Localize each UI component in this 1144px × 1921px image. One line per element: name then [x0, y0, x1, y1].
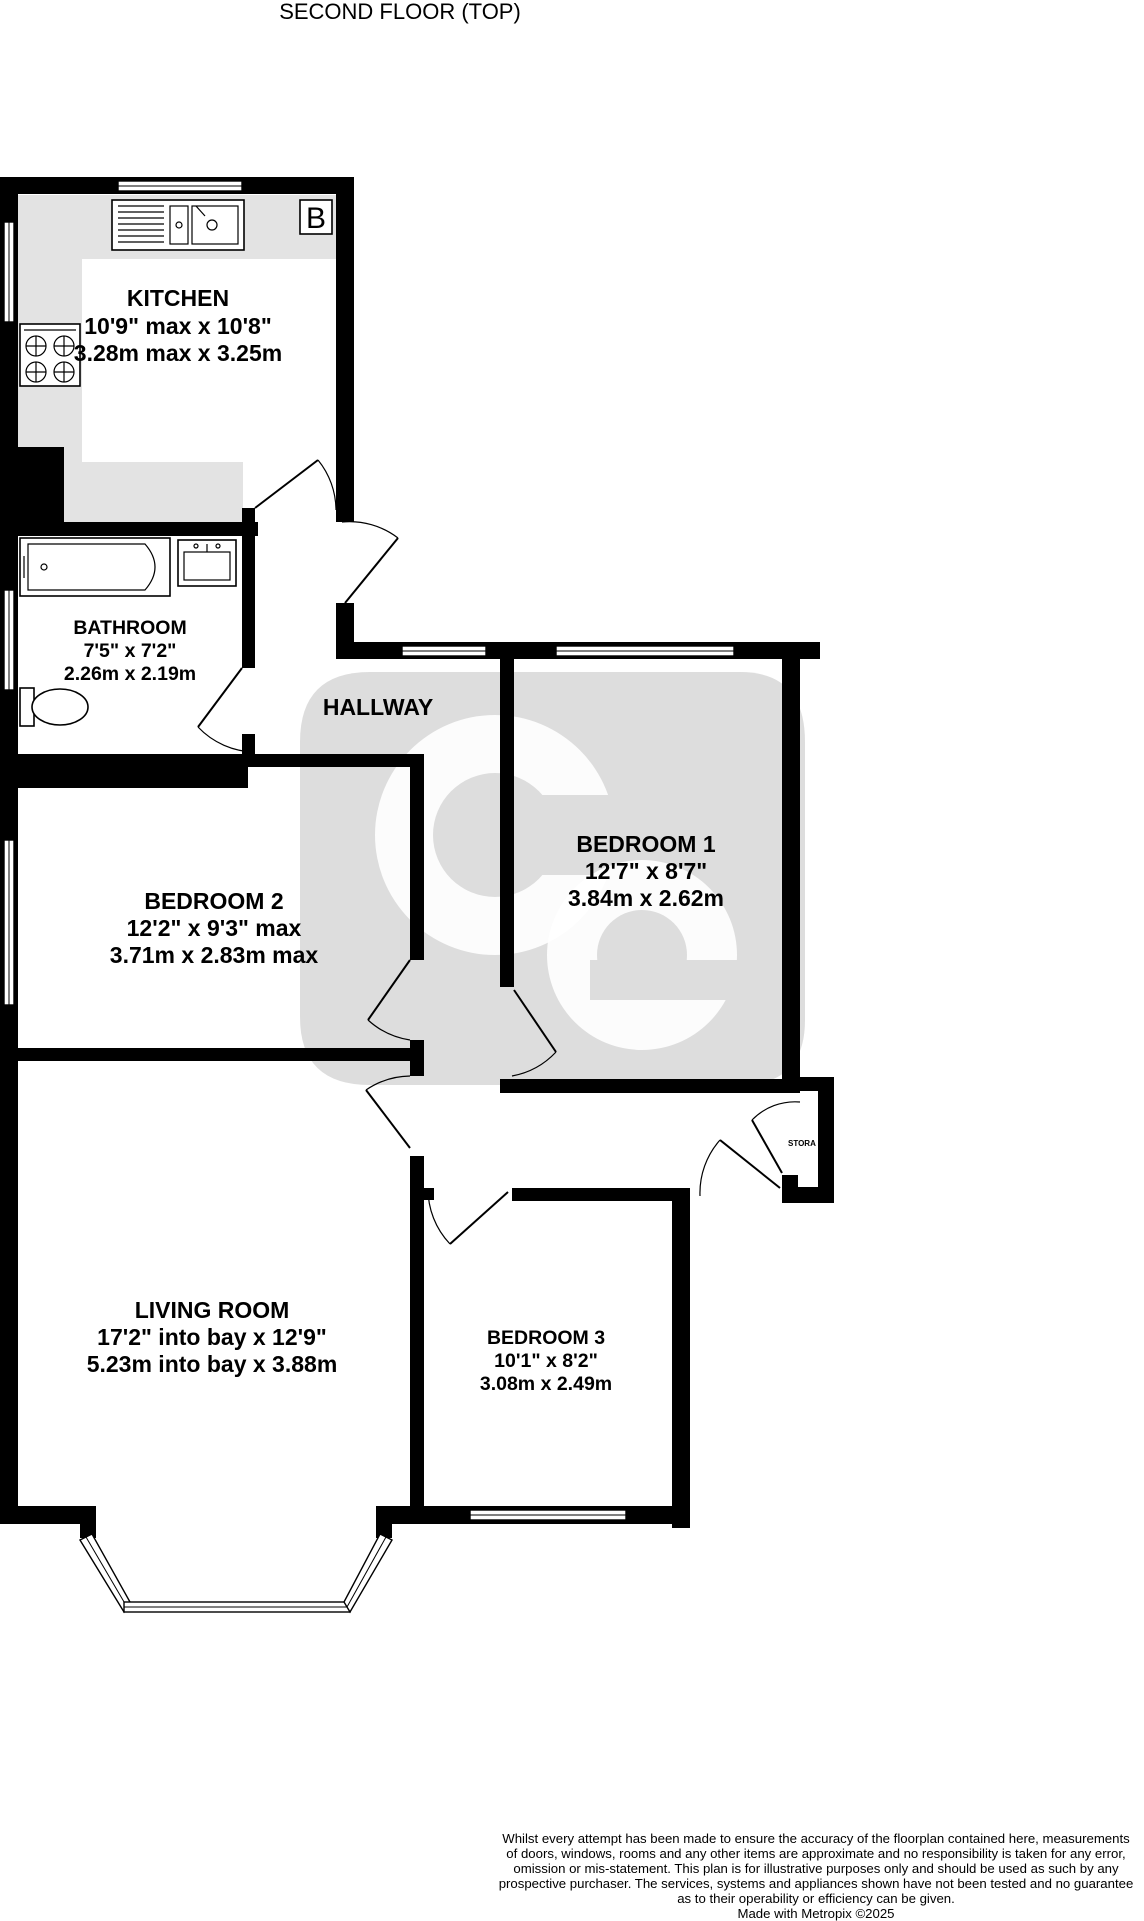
hob-icon — [19, 323, 81, 387]
hallway-top-window — [401, 645, 487, 657]
kitchen-label: KITCHEN 10'9" max x 10'8" 3.28m max x 3.… — [74, 285, 282, 366]
bay-window — [79, 1533, 393, 1614]
sink-icon — [111, 199, 245, 251]
doors — [197, 459, 801, 1245]
kitchen-left-window — [3, 221, 15, 323]
bedroom3-bottom-window — [469, 1509, 627, 1521]
disclaimer-line-1: Whilst every attempt has been made to en… — [502, 1831, 1130, 1846]
bedroom3-metric: 3.08m x 2.49m — [480, 1373, 612, 1395]
kitchen-door — [254, 459, 337, 511]
bedroom1-name: BEDROOM 1 — [576, 831, 716, 857]
watermark-logo — [300, 672, 805, 1085]
hallway-kitchen-door — [341, 521, 399, 604]
bedroom1-door — [511, 989, 557, 1077]
bathroom-label: BATHROOM 7'5" x 7'2" 2.26m x 2.19m — [64, 617, 196, 685]
storage-door — [751, 1101, 801, 1174]
boiler-label: B — [306, 202, 326, 235]
living-room-name: LIVING ROOM — [135, 1297, 290, 1323]
bathroom-metric: 2.26m x 2.19m — [64, 663, 196, 685]
bedroom1-label: BEDROOM 1 12'7" x 8'7" 3.84m x 2.62m — [568, 831, 724, 911]
kitchen-imperial: 10'9" max x 10'8" — [84, 313, 272, 339]
bedroom3-imperial: 10'1" x 8'2" — [494, 1350, 598, 1372]
storage-name: STORAGE — [788, 1139, 828, 1148]
bathroom-fixtures — [19, 537, 237, 727]
disclaimer-line-6: Made with Metropix ©2025 — [737, 1906, 894, 1921]
bedroom2-name: BEDROOM 2 — [144, 888, 283, 914]
bedroom2-metric: 3.71m x 2.83m max — [110, 942, 319, 968]
disclaimer-line-5: as to their operability or efficiency ca… — [677, 1891, 955, 1906]
kitchen-metric: 3.28m max x 3.25m — [74, 340, 282, 366]
living-room-label: LIVING ROOM 17'2" into bay x 12'9" 5.23m… — [87, 1297, 338, 1377]
watermark-c-gap — [495, 795, 625, 875]
living-room-imperial: 17'2" into bay x 12'9" — [97, 1324, 327, 1350]
living-room-door — [365, 1075, 411, 1149]
bathroom-name: BATHROOM — [73, 617, 186, 639]
kitchen-top-window — [117, 180, 243, 192]
disclaimer-line-3: omission or mis-statement. This plan is … — [513, 1861, 1119, 1876]
basin-icon — [177, 539, 237, 587]
bedroom2-door — [367, 959, 411, 1041]
bedroom2-label: BEDROOM 2 12'2" x 9'3" max 3.71m x 2.83m… — [110, 888, 319, 968]
living-room-metric: 5.23m into bay x 3.88m — [87, 1351, 338, 1377]
disclaimer-line-2: of doors, windows, rooms and any other i… — [506, 1846, 1125, 1861]
bedroom1-imperial: 12'7" x 8'7" — [585, 858, 707, 884]
bathroom-door — [197, 667, 256, 753]
windows — [3, 180, 735, 1614]
kitchen-name: KITCHEN — [127, 285, 229, 311]
bedroom1-top-window — [555, 645, 735, 657]
hallway-label: HALLWAY — [323, 694, 433, 720]
storage-label-clip: STORAGE — [788, 1139, 828, 1148]
floor-title: SECOND FLOOR (TOP) — [279, 0, 521, 24]
bathroom-left-window — [3, 589, 15, 691]
boiler-icon: B — [299, 199, 333, 235]
bedroom1-metric: 3.84m x 2.62m — [568, 885, 724, 911]
disclaimer-line-4: prospective purchaser. The services, sys… — [499, 1876, 1134, 1891]
disclaimer: Whilst every attempt has been made to en… — [499, 1831, 1134, 1921]
bedroom3-name: BEDROOM 3 — [487, 1327, 605, 1349]
bedroom2-left-window — [3, 839, 15, 1006]
watermark-e-gap — [590, 960, 750, 1000]
storage-label: STORAGE — [788, 1139, 828, 1148]
bathroom-imperial: 7'5" x 7'2" — [84, 640, 177, 662]
kitchen-fixtures: B — [19, 199, 333, 387]
bedroom3-label: BEDROOM 3 10'1" x 8'2" 3.08m x 2.49m — [480, 1327, 612, 1395]
bath-icon — [19, 537, 171, 597]
toilet-icon — [19, 687, 89, 727]
bedroom3-door — [427, 1187, 509, 1245]
hallway-name: HALLWAY — [323, 694, 433, 720]
hallway-storage-door — [699, 1139, 781, 1197]
bedroom2-imperial: 12'2" x 9'3" max — [127, 915, 302, 941]
